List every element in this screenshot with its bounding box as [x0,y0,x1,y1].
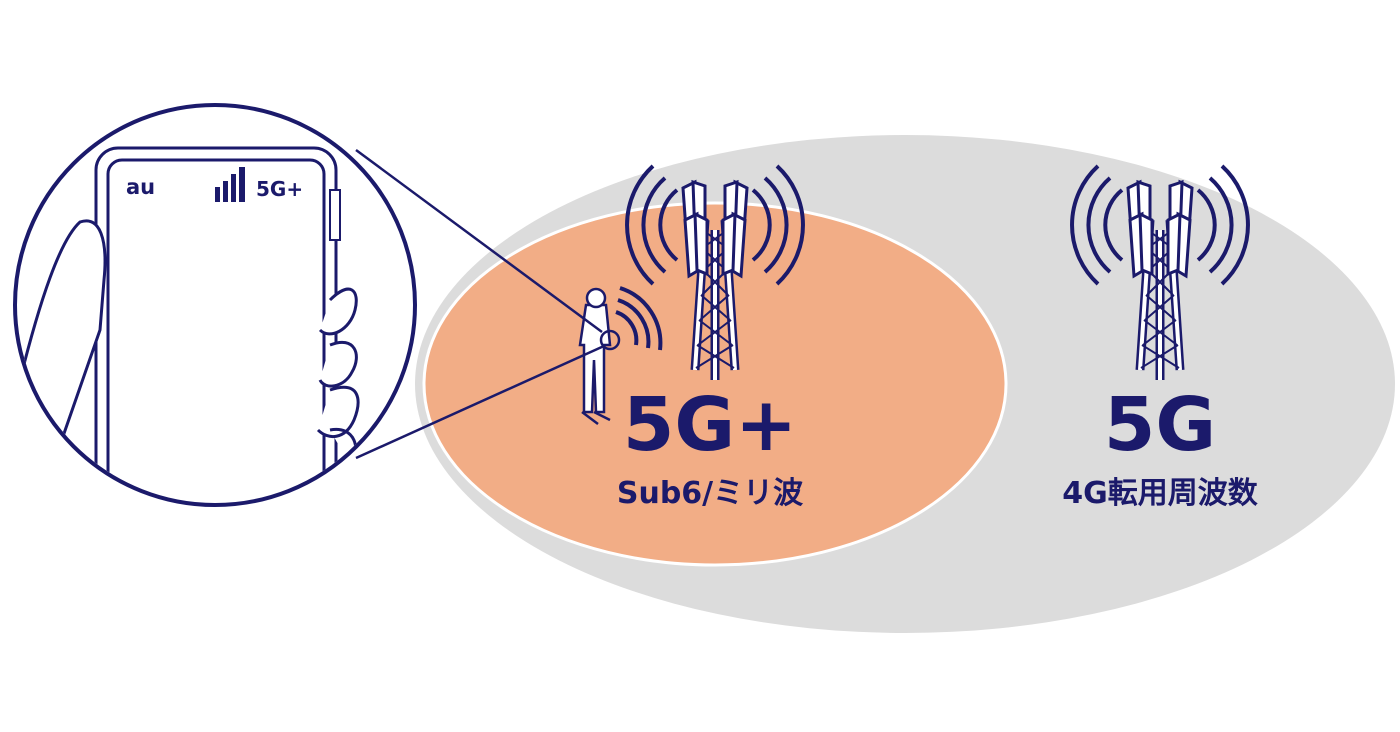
phone-closeup: au 5G+ [18,146,360,503]
5g-plus-coverage-area [422,201,1008,567]
zoom-connector-line [355,344,605,460]
network-type-label: 5G+ [256,177,303,201]
hand-fingers-icon [316,287,360,466]
5g-subtitle: 4G転用周波数 [1062,476,1258,511]
zoom-connector-line [355,148,603,334]
5g-plus-title: 5G+ [623,382,797,468]
person-with-phone-icon [578,286,663,425]
magnifier-circle [13,103,417,507]
carrier-label: au [126,175,155,199]
signal-bars-icon [215,167,245,202]
5g-title: 5G [1104,382,1216,468]
5g-plus-subtitle: Sub6/ミリ波 [617,476,804,511]
